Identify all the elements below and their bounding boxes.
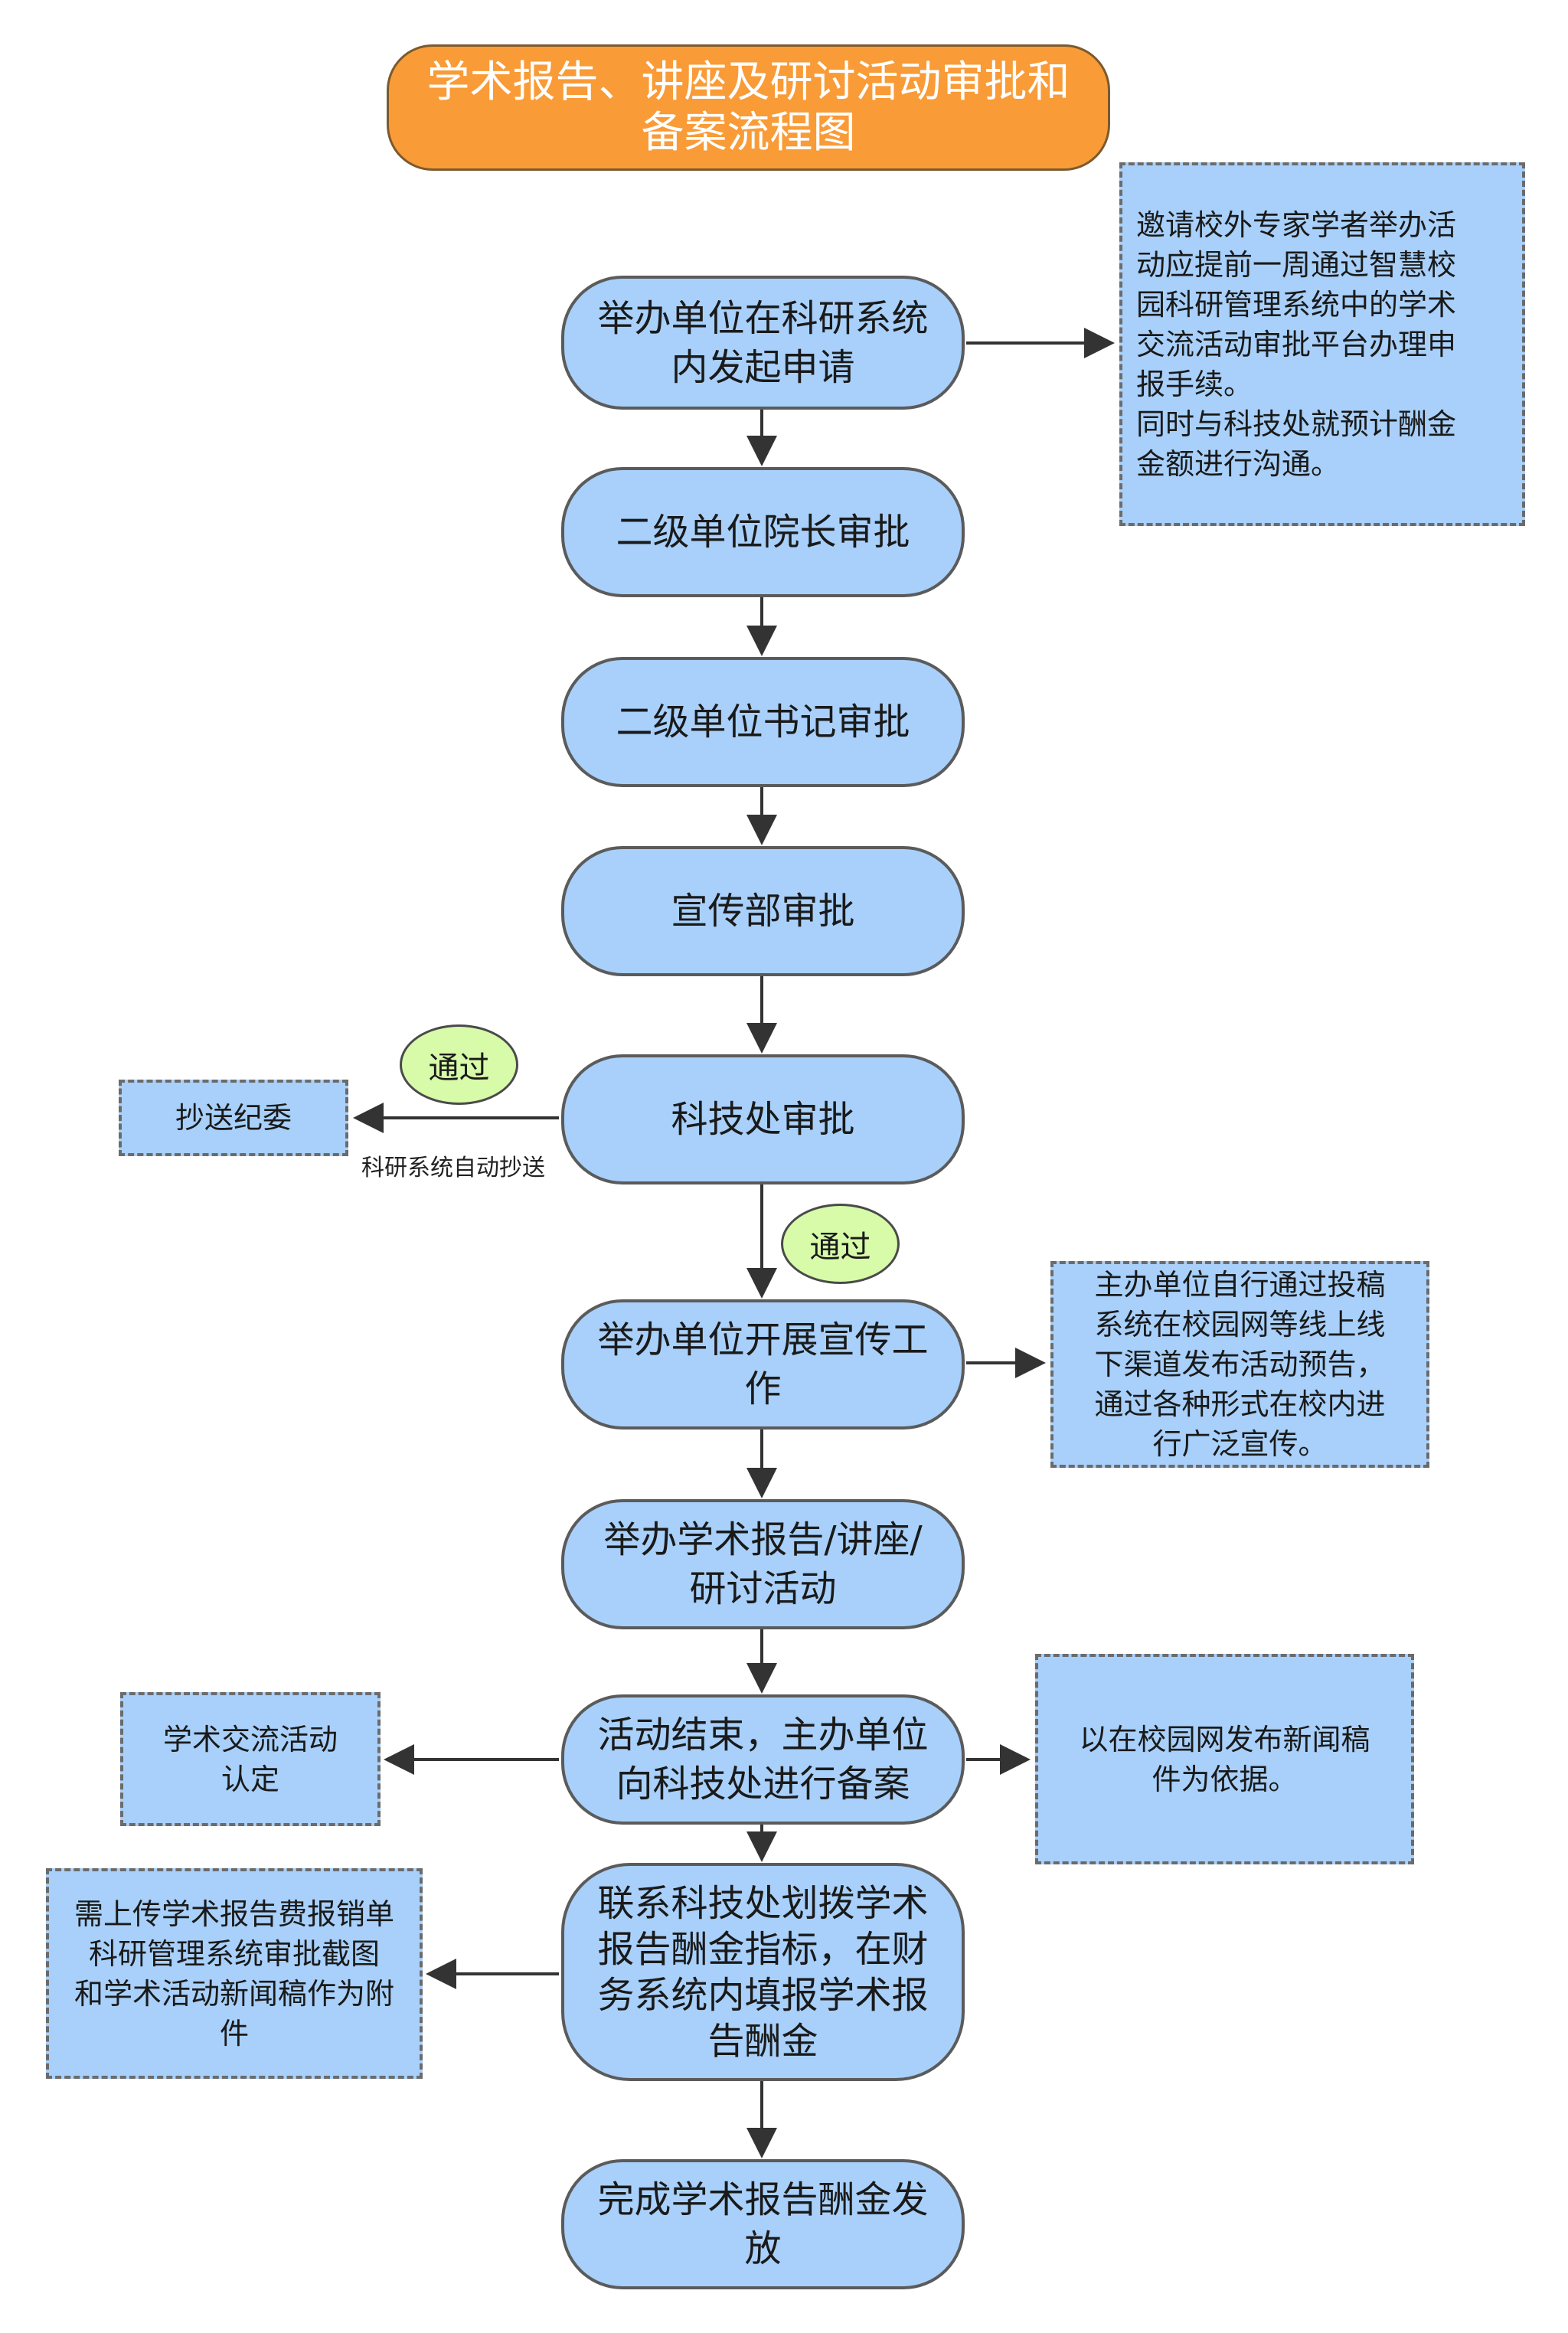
note-invite-experts: 邀请校外专家学者举办活 动应提前一周通过智慧校 园科研管理系统中的学术 交流活动…	[1119, 162, 1525, 526]
caption-auto-cc: 科研系统自动抄送	[361, 1155, 545, 1181]
note-news-basis: 以在校园网发布新闻稿 件为依据。	[1035, 1654, 1414, 1864]
step-record-filing: 活动结束，主办单位 向科技处进行备案	[561, 1694, 965, 1825]
diagram-title: 学术报告、讲座及研讨活动审批和 备案流程图	[387, 44, 1110, 171]
step-dean-approval: 二级单位院长审批	[561, 467, 965, 597]
badge-pass-2: 通过	[781, 1204, 900, 1284]
step-fee-complete: 完成学术报告酬金发放	[561, 2159, 965, 2289]
step-apply: 举办单位在科研系统 内发起申请	[561, 276, 965, 410]
note-promotion-channels: 主办单位自行通过投稿 系统在校园网等线上线 下渠道发布活动预告， 通过各种形式在…	[1050, 1261, 1429, 1468]
note-cc-discipline: 抄送纪委	[119, 1080, 348, 1156]
step-fee-application: 联系科技处划拨学术 报告酬金指标，在财 务系统内填报学术报 告酬金	[561, 1863, 965, 2081]
step-tech-office-approval: 科技处审批	[561, 1054, 965, 1184]
step-secretary-approval: 二级单位书记审批	[561, 657, 965, 787]
step-publicity-dept-approval: 宣传部审批	[561, 846, 965, 976]
note-activity-recognition: 学术交流活动 认定	[120, 1692, 381, 1826]
step-promotion-work: 举办单位开展宣传工 作	[561, 1299, 965, 1430]
badge-pass-1: 通过	[400, 1024, 518, 1105]
note-attachments: 需上传学术报告费报销单 科研管理系统审批截图 和学术活动新闻稿作为附件	[46, 1868, 423, 2079]
step-hold-activity: 举办学术报告/讲座/ 研讨活动	[561, 1499, 965, 1629]
